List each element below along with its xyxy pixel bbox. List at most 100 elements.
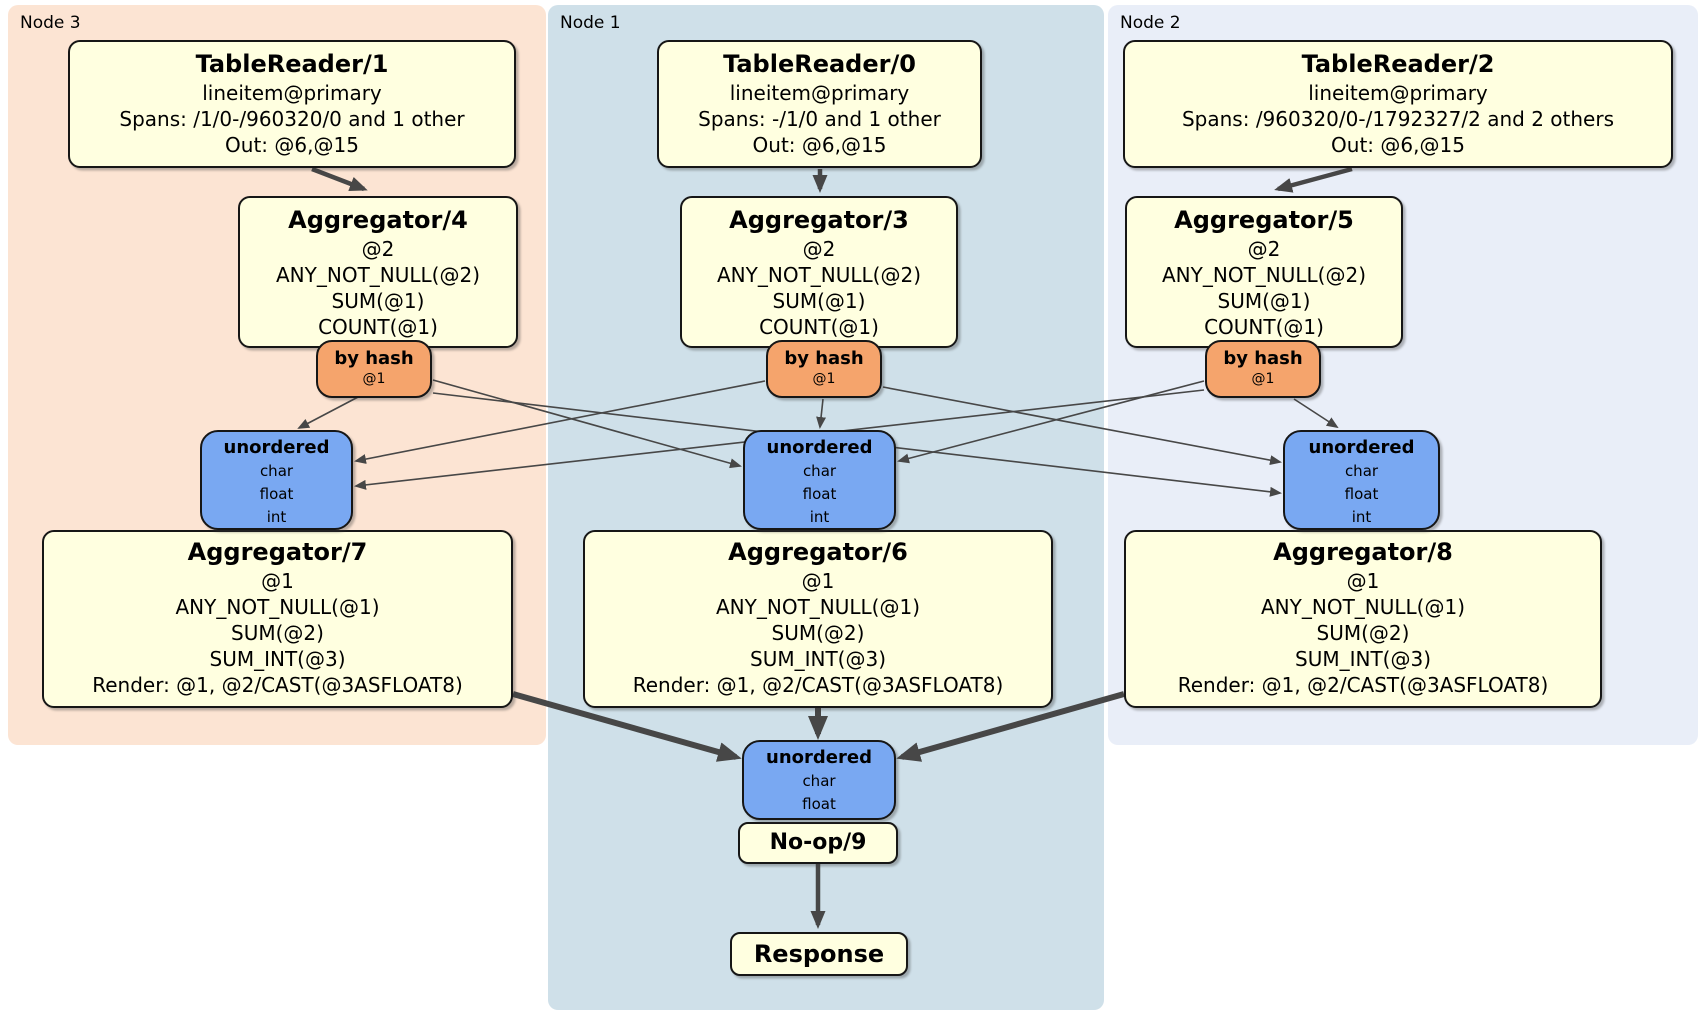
edge-hash1-sync3 <box>354 380 766 464</box>
node-line: ANY_NOT_NULL(@1) <box>175 595 380 619</box>
node-line: Render: @1, @2/CAST(@3ASFLOAT8) <box>632 673 1004 697</box>
edge-tr2-agg5 <box>1274 166 1353 193</box>
node-line: int <box>809 508 830 526</box>
node-line: @2 <box>1247 237 1281 261</box>
node1-region-label: Node 1 <box>560 13 621 33</box>
node-line: Out: @6,@15 <box>752 133 887 157</box>
node-line: SUM(@1) <box>1217 289 1311 313</box>
node-line: @1 <box>362 371 386 387</box>
edge-hash2-sync2 <box>1293 398 1339 429</box>
edge-hash3-sync1 <box>432 379 742 469</box>
node-line: float <box>802 485 837 503</box>
node-title: Aggregator/7 <box>187 538 368 566</box>
node-line: @1 <box>812 371 836 387</box>
edge-hash3-sync3 <box>297 395 361 429</box>
node-line: int <box>266 508 287 526</box>
node-line: float <box>1344 485 1379 503</box>
node-line: COUNT(@1) <box>759 315 879 339</box>
node-line: SUM(@2) <box>1316 621 1410 645</box>
edge-agg8-syncf <box>896 691 1125 762</box>
node-line: Out: @6,@15 <box>225 133 359 157</box>
node-line: ANY_NOT_NULL(@1) <box>716 595 920 619</box>
noop-9-node: No-op/9 <box>738 822 898 864</box>
node2-region-label: Node 2 <box>1120 13 1181 33</box>
node-line: Out: @6,@15 <box>1331 133 1465 157</box>
node-line: lineitem@primary <box>1308 81 1488 105</box>
node-line: SUM_INT(@3) <box>750 647 886 671</box>
node-title: Response <box>753 940 885 968</box>
node-title: No-op/9 <box>769 830 867 855</box>
node-line: lineitem@primary <box>202 81 382 105</box>
aggregator-7-node: Aggregator/7 @1 ANY_NOT_NULL(@1) SUM(@2)… <box>42 530 513 708</box>
unordered-sync-node3: unordered char float int <box>200 430 353 530</box>
aggregator-3-node: Aggregator/3 @2 ANY_NOT_NULL(@2) SUM(@1)… <box>680 196 958 348</box>
node-line: @1 <box>801 569 835 593</box>
edge-agg7-syncf <box>512 691 742 762</box>
aggregator-6-node: Aggregator/6 @1 ANY_NOT_NULL(@1) SUM(@2)… <box>583 530 1053 708</box>
node-title: by hash <box>784 348 864 369</box>
node-title: Aggregator/4 <box>288 206 468 234</box>
tablereader-2-node: TableReader/2 lineitem@primary Spans: /9… <box>1123 40 1673 168</box>
node-line: @2 <box>361 237 395 261</box>
node-line: SUM(@1) <box>331 289 425 313</box>
node-line: COUNT(@1) <box>318 315 438 339</box>
node-line: @1 <box>1346 569 1380 593</box>
unordered-sync-node1: unordered char float int <box>743 430 896 530</box>
node-line: lineitem@primary <box>729 81 910 105</box>
node-line: ANY_NOT_NULL(@2) <box>276 263 480 287</box>
node-line: char <box>259 462 294 480</box>
node3-region-label: Node 3 <box>20 13 81 33</box>
tablereader-1-node: TableReader/1 lineitem@primary Spans: /1… <box>68 40 516 168</box>
node-title: TableReader/2 <box>1301 50 1495 78</box>
node-line: Render: @1, @2/CAST(@3ASFLOAT8) <box>92 673 463 697</box>
node-line: @1 <box>261 569 294 593</box>
node-line: char <box>802 772 836 790</box>
edge-tr1-agg4 <box>311 166 368 192</box>
node-line: SUM(@2) <box>771 621 865 645</box>
node-line: Spans: /1/0-/960320/0 and 1 other <box>119 107 465 131</box>
unordered-sync-node2: unordered char float int <box>1283 430 1440 530</box>
node-line: ANY_NOT_NULL(@2) <box>717 263 921 287</box>
node-title: Aggregator/3 <box>729 206 909 234</box>
node-line: char <box>1344 462 1379 480</box>
node-line: Spans: /960320/0-/1792327/2 and 2 others <box>1181 107 1614 131</box>
node-line: char <box>802 462 837 480</box>
node-line: SUM_INT(@3) <box>209 647 346 671</box>
node-line: COUNT(@1) <box>1204 315 1324 339</box>
aggregator-8-node: Aggregator/8 @1 ANY_NOT_NULL(@1) SUM(@2)… <box>1124 530 1602 708</box>
edge-hash1-sync2 <box>882 386 1282 466</box>
tablereader-0-node: TableReader/0 lineitem@primary Spans: -/… <box>657 40 982 168</box>
node-line: SUM_INT(@3) <box>1295 647 1431 671</box>
response-node: Response <box>730 932 908 976</box>
node-title: by hash <box>334 348 414 369</box>
node-line: ANY_NOT_NULL(@1) <box>1261 595 1465 619</box>
node-title: unordered <box>1308 437 1415 458</box>
node-line: Render: @1, @2/CAST(@3ASFLOAT8) <box>1177 673 1549 697</box>
node-title: Aggregator/8 <box>1273 538 1453 566</box>
node-title: TableReader/1 <box>195 50 389 78</box>
node-line: @1 <box>1251 371 1275 387</box>
node-title: unordered <box>766 747 872 768</box>
node-line: @2 <box>802 237 836 261</box>
node-line: float <box>259 485 294 503</box>
node-title: Aggregator/6 <box>728 538 908 566</box>
node-title: unordered <box>223 437 330 458</box>
node-line: int <box>1351 508 1372 526</box>
node-line: Spans: -/1/0 and 1 other <box>698 107 941 131</box>
edge-hash2-sync1 <box>897 380 1205 464</box>
node-line: SUM(@2) <box>231 621 324 645</box>
aggregator-5-node: Aggregator/5 @2 ANY_NOT_NULL(@2) SUM(@1)… <box>1125 196 1403 348</box>
node-title: Aggregator/5 <box>1174 206 1354 234</box>
aggregator-4-node: Aggregator/4 @2 ANY_NOT_NULL(@2) SUM(@1)… <box>238 196 518 348</box>
node-title: unordered <box>766 437 873 458</box>
node-line: float <box>802 795 836 813</box>
node-title: by hash <box>1223 348 1303 369</box>
hash-router-node3: by hash @1 <box>316 340 432 398</box>
unordered-sync-final: unordered char float <box>742 740 896 820</box>
edge-hash1-sync1 <box>816 398 827 429</box>
hash-router-node1: by hash @1 <box>766 340 882 398</box>
hash-router-node2: by hash @1 <box>1205 340 1321 398</box>
node-title: TableReader/0 <box>723 50 916 78</box>
